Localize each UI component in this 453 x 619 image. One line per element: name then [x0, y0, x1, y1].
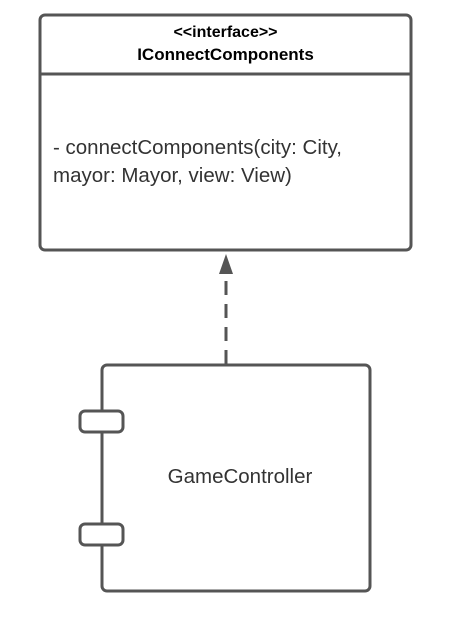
- interface-method-line-1: - connectComponents(city: City,: [53, 136, 342, 159]
- component-box[interactable]: GameController: [78, 363, 372, 593]
- component-port-top: [78, 409, 125, 434]
- component-box-border: [100, 363, 372, 593]
- interface-stereotype: <<interface>>: [173, 24, 277, 41]
- interface-box[interactable]: <<interface>> IConnectComponents - conne…: [38, 13, 413, 252]
- realization-connector[interactable]: [219, 254, 233, 364]
- component-port-bottom: [78, 522, 125, 547]
- component-name: GameController: [168, 465, 313, 488]
- interface-name: IConnectComponents: [137, 45, 314, 64]
- realization-arrowhead: [219, 254, 233, 274]
- interface-method-line-2: mayor: Mayor, view: View): [53, 164, 292, 187]
